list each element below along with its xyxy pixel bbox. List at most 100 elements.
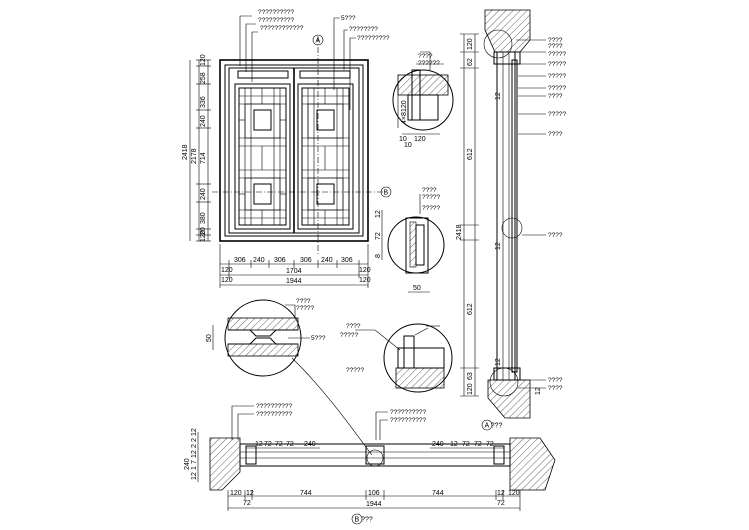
plan-bsub-0: 72 <box>243 500 251 507</box>
note-left-2: ?????????? <box>258 17 295 24</box>
note-left-1: ?????????? <box>258 9 295 16</box>
plan-note-left-2: ?????????? <box>256 411 293 418</box>
plan-bdim-4: 744 <box>432 490 444 497</box>
detail-mid-dim-50: 50 <box>413 285 421 292</box>
vsec-inner-dim-3: 12 <box>535 387 542 395</box>
transom-right <box>299 70 351 79</box>
detail-bottom-note-2: ????? <box>340 332 358 339</box>
plan-in-left-2: 72 <box>275 441 283 448</box>
plan-in-right-1: 12 <box>450 441 458 448</box>
plan-bdim-2: 744 <box>300 490 312 497</box>
detail-top-dim-v1: 120 <box>401 100 408 112</box>
detail-bottom-note-3: ????? <box>346 367 364 374</box>
dim-bottom-5: 240 <box>321 257 333 264</box>
plan-vdim-6: 2 <box>191 438 198 442</box>
dim-bottom-0: 120 <box>221 267 233 274</box>
dim-bottom-7: 120 <box>359 267 371 274</box>
detail-joint-note-1: ???? <box>296 298 311 305</box>
plan-note-mid-1: ?????????? <box>390 409 427 416</box>
dim-left-2: 336 <box>200 96 207 108</box>
vsec-note-3: ????? <box>548 61 566 68</box>
lattice-left-leaf <box>234 83 291 230</box>
detail-joint-note-3: 5??? <box>311 335 326 342</box>
vsec-note-5: ????? <box>548 85 566 92</box>
lattice-right-leaf <box>297 83 354 230</box>
vsec-note-2: ????? <box>548 51 566 58</box>
detail-mid-note-3: ????? <box>422 205 440 212</box>
plan-note-left-1: ?????????? <box>256 403 293 410</box>
detail-joint-note-2: ????? <box>296 305 314 312</box>
dim-bottom-4: 306 <box>300 257 312 264</box>
dim-bottom-overall: 1944 <box>286 278 302 285</box>
detail-mid-note-2: ????? <box>422 194 440 201</box>
dim-bottom-3: 306 <box>274 257 286 264</box>
detail-top-dim-v2: 4×8 <box>401 112 408 124</box>
dim-bottom-1: 306 <box>234 257 246 264</box>
detail-mid-dim-8: 8 <box>375 254 382 258</box>
plan-section: ?????????? ?????????? ?????????? ???????… <box>184 403 556 525</box>
plan-bdim-3: 106 <box>368 490 380 497</box>
plan-in-right-2: 72 <box>462 441 470 448</box>
plan-vdim-2: 1 <box>191 466 198 470</box>
door-inner-frame <box>224 64 364 237</box>
vsec-note-11: ???? <box>548 385 563 392</box>
detail-mid-dim-12: 12 <box>375 210 382 218</box>
dim-inner-height: 2178 <box>191 148 198 164</box>
detail-bottom: ???? ????? ????? <box>340 323 453 393</box>
plan-vdim-3: 7 <box>191 460 198 464</box>
plan-in-left-1: 72 <box>264 441 272 448</box>
plan-vdim-4: 12 <box>191 450 198 458</box>
vertical-section: 120 62 612 2418 612 63 120 12 12 12 12 ?… <box>456 9 566 431</box>
vsec-dim-5: 63 <box>467 372 474 380</box>
dim-left-0: 120 <box>200 54 207 66</box>
transom-left <box>237 70 289 79</box>
plan-bdim-0: 120 <box>230 490 242 497</box>
vsec-dim-0: 120 <box>467 38 474 50</box>
front-elevation-labels: ?????????? ?????????? ???????????? 5??? … <box>182 9 392 285</box>
door-outer-frame <box>219 59 369 242</box>
plan-bdim-1: 12 <box>246 490 254 497</box>
detail-top-note-1: ???? <box>418 53 433 60</box>
vsec-note-10: ???? <box>548 377 563 384</box>
vsec-dim-1: 62 <box>467 58 474 66</box>
note-right-2: ???????? <box>349 26 378 33</box>
vsec-note-8: ???? <box>548 131 563 138</box>
plan-in-left-3: 72 <box>286 441 294 448</box>
detail-joint: ???? ????? 5??? 50 <box>206 298 326 377</box>
vsec-inner-dim-1: 12 <box>495 242 502 250</box>
vsec-dim-6: 120 <box>467 383 474 395</box>
section-marker-a: A <box>316 38 321 45</box>
detail-top-dim-h3: 10 <box>404 142 412 149</box>
dim-left-4: 714 <box>200 152 207 164</box>
plan-overall: 1944 <box>366 501 382 508</box>
dim-bottom-row2-right: 120 <box>359 277 371 284</box>
plan-in-right-0: 240 <box>432 441 444 448</box>
lattice-center-square <box>253 109 272 131</box>
plan-vdim-1: 12 <box>191 472 198 480</box>
section-label-b-circle <box>351 513 363 525</box>
plan-vdim-0: 240 <box>184 458 191 470</box>
note-left-3: ???????????? <box>260 25 304 32</box>
plan-in-right-4: 72 <box>486 441 494 448</box>
vsec-dim-overall: 2418 <box>456 224 463 240</box>
front-elevation <box>189 15 388 288</box>
dim-left-6: 380 <box>200 212 207 224</box>
plan-note-mid-2: ?????????? <box>390 417 427 424</box>
plan-bdim-5: 12 <box>497 490 505 497</box>
detail-mid: ???? ????? ????? 72 8 12 50 <box>375 187 445 293</box>
plan-label: B ??? <box>355 517 373 524</box>
dim-left-8: 120 <box>200 230 207 242</box>
detail-top: ???? ?????? 120 4×8 120 10 10 <box>392 51 454 149</box>
detail-joint-dim: 50 <box>206 334 213 342</box>
detail-leader-curve <box>291 357 373 456</box>
dim-bottom-row2-left: 120 <box>221 277 233 284</box>
vsec-inner-dim-2: 12 <box>495 358 502 366</box>
dim-bottom-2: 240 <box>253 257 265 264</box>
detail-top-dim-h1: 120 <box>414 136 426 143</box>
note-right-3: ????????? <box>357 35 390 42</box>
vsec-label: A ??? <box>485 423 503 430</box>
section-label-a-circle <box>481 419 493 431</box>
plan-bsub-1: 72 <box>497 500 505 507</box>
dim-left-3: 240 <box>200 115 207 127</box>
